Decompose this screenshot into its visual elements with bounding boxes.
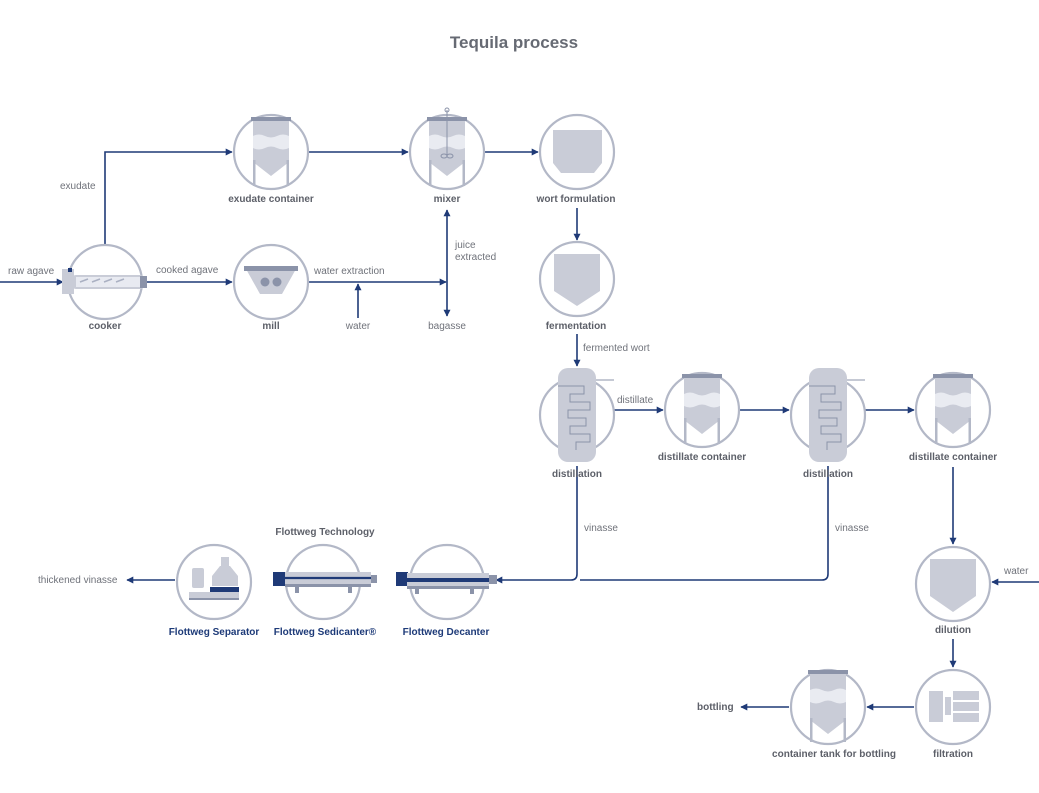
filtration-equipment: [914, 668, 992, 746]
container-tank-equipment: [789, 668, 867, 746]
flow-lines: [0, 148, 1039, 711]
label-container-tank: container tank for bottling: [772, 749, 896, 760]
distillation-1-equipment: [538, 368, 616, 462]
label-flottweg-decanter: Flottweg Decanter: [403, 627, 490, 638]
stream-raw-agave: raw agave: [8, 266, 55, 277]
stream-juice-extracted-line2: extracted: [455, 252, 496, 263]
stream-water-dilution: water: [1003, 566, 1029, 577]
flottweg-separator-equipment: [175, 543, 253, 621]
label-bottling: bottling: [697, 702, 734, 713]
exudate-container-equipment: [232, 113, 310, 191]
wort-formulation-equipment: [538, 113, 616, 191]
stream-thickened-vinasse: thickened vinasse: [38, 575, 118, 586]
label-wort-formulation: wort formulation: [536, 194, 616, 205]
stream-cooked-agave: cooked agave: [156, 265, 219, 276]
fermentation-equipment: [538, 240, 616, 318]
label-cooker: cooker: [89, 321, 122, 332]
equipment-labels: cooker mill exudate container mixer wort…: [89, 194, 998, 760]
label-distillate-container-2: distillate container: [909, 452, 997, 463]
stream-water-mill: water: [345, 321, 371, 332]
label-flottweg-sedicanter: Flottweg Sedicanter®: [274, 627, 377, 638]
stream-labels: raw agave cooked agave exudate water ext…: [8, 181, 1029, 586]
label-exudate-container: exudate container: [228, 194, 314, 205]
flow-vinasse-1: [495, 466, 578, 584]
distillation-2-equipment: [789, 368, 867, 462]
label-distillation-1: distillation: [552, 469, 602, 480]
stream-fermented-wort: fermented wort: [583, 343, 650, 354]
label-distillate-container-1: distillate container: [658, 452, 746, 463]
label-distillation-2: distillation: [803, 469, 853, 480]
label-dilution: dilution: [935, 625, 971, 636]
stream-vinasse-2: vinasse: [835, 523, 869, 534]
stream-distillate: distillate: [617, 395, 654, 406]
distillate-container-2-equipment: [914, 371, 992, 449]
flow-exudate: [104, 148, 233, 245]
stream-exudate: exudate: [60, 181, 96, 192]
label-mill: mill: [262, 321, 279, 332]
label-filtration: filtration: [933, 749, 973, 760]
cooker-equipment: [62, 243, 147, 321]
label-flottweg-technology: Flottweg Technology: [275, 527, 375, 538]
stream-bagasse: bagasse: [428, 321, 466, 332]
stream-water-extraction: water extraction: [313, 266, 385, 277]
label-mixer: mixer: [434, 194, 461, 205]
flottweg-sedicanter-equipment: [273, 543, 377, 621]
stream-vinasse-1: vinasse: [584, 523, 618, 534]
dilution-equipment: [914, 545, 992, 623]
flow-vinasse-2: [580, 466, 829, 581]
mill-equipment: [232, 243, 310, 321]
mixer-equipment: [408, 107, 486, 191]
distillate-container-1-equipment: [663, 371, 741, 449]
label-fermentation: fermentation: [546, 321, 607, 332]
stream-juice-extracted-line1: juice: [454, 240, 476, 251]
diagram-title: Tequila process: [450, 33, 578, 52]
label-flottweg-separator: Flottweg Separator: [169, 627, 260, 638]
flottweg-decanter-equipment: [396, 543, 497, 621]
